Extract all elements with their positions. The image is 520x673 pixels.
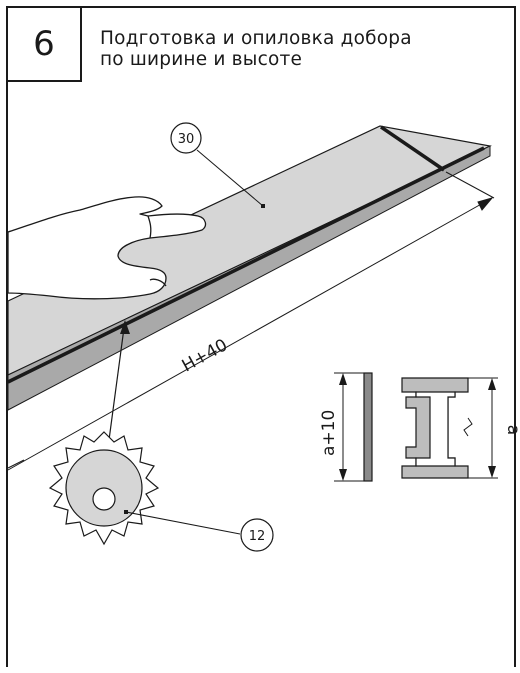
hand-illustration [7, 196, 207, 300]
callout-12: 12 [124, 510, 274, 552]
callout-30-label: 30 [178, 132, 195, 147]
callout-30-leader [196, 149, 264, 207]
cut-line-cross [380, 125, 445, 172]
dimension-label-length: H+40 [179, 335, 231, 376]
length-dimension-line [7, 197, 493, 471]
cut-indicator-arrow [108, 320, 130, 441]
break-symbol [463, 417, 473, 437]
dimension-label-profile: a [503, 425, 520, 435]
callout-12-label: 12 [249, 529, 266, 544]
step-title-line-2: по ширине и высоте [100, 49, 303, 70]
callout-12-circle [240, 518, 274, 552]
extension-line-right [445, 171, 495, 199]
saw-arbor-hole [92, 487, 116, 511]
saw-blade [48, 431, 160, 546]
callout-12-leader [125, 511, 241, 535]
length-dimension [7, 171, 495, 471]
frame-profile-detail [401, 377, 498, 479]
callout-30: 30 [170, 122, 265, 208]
extension-line-left [7, 459, 25, 469]
step-number: 6 [8, 8, 82, 82]
frame-profile-inner [415, 391, 456, 467]
arrowhead-right [477, 197, 494, 211]
callout-12-dot [124, 510, 128, 514]
instruction-panel: 6 Подготовка и опиловка добора по ширине… [6, 6, 516, 667]
callout-30-dot [261, 204, 265, 208]
step-title: Подготовка и опиловка добора по ширине и… [100, 28, 510, 70]
callout-30-circle [170, 122, 202, 154]
extension-board [7, 125, 492, 411]
step-title-line-1: Подготовка и опиловка добора [100, 28, 412, 49]
extension-section [363, 372, 373, 482]
extension-section-detail [334, 372, 373, 482]
dimension-label-width: a+10 [319, 410, 339, 456]
cut-line-length [7, 146, 485, 384]
